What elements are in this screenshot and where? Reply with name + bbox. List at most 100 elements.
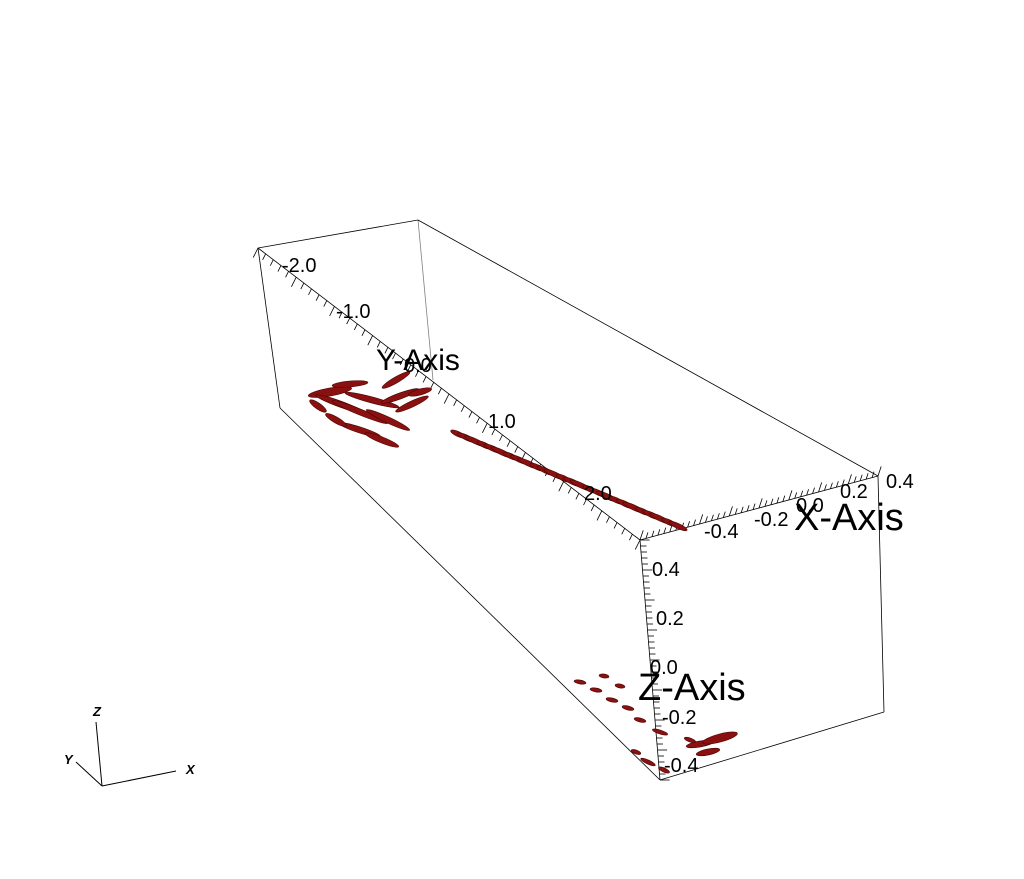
- z-tick-label: -0.2: [662, 707, 696, 729]
- surface-patch: [621, 705, 635, 711]
- x-tick-label: -0.2: [754, 509, 788, 531]
- surface-patch: [309, 399, 327, 413]
- x-axis-tick: [687, 521, 690, 528]
- y-axis-tick: [346, 317, 351, 325]
- y-axis-tick: [514, 446, 519, 453]
- x-axis-tick: [776, 497, 780, 504]
- surface-patch: [325, 413, 347, 427]
- x-axis-tick: [877, 466, 882, 477]
- y-axis-tick: [422, 376, 427, 383]
- y-axis-tick: [252, 247, 259, 258]
- surface-patch: [702, 731, 738, 745]
- y-axis-tick: [491, 428, 496, 436]
- x-axis-tick: [722, 511, 726, 518]
- y-tick-label: 0.0: [404, 355, 432, 377]
- x-axis-title: X-Axis: [794, 497, 904, 539]
- y-axis-tick: [453, 399, 457, 407]
- y-axis-tick: [621, 528, 626, 535]
- y-axis-tick: [323, 300, 328, 307]
- x-axis-tick: [818, 482, 823, 493]
- surface-patch: [365, 409, 411, 431]
- x-axis-tick: [865, 473, 869, 480]
- y-axis-tick: [367, 335, 373, 346]
- x-axis-tick: [711, 514, 714, 521]
- surface-patch: [668, 520, 688, 532]
- x-tick-label: 0.2: [840, 481, 868, 503]
- y-tick-label: -2.0: [282, 255, 316, 277]
- x-axis-tick: [788, 490, 793, 501]
- y-axis-tick: [629, 533, 633, 541]
- y-tick-label: 1.0: [488, 411, 516, 433]
- x-axis-tick: [841, 479, 845, 486]
- y-axis-tick: [415, 370, 419, 377]
- triad-x-label: X: [185, 762, 196, 777]
- x-tick-label: -0.4: [704, 521, 738, 543]
- y-axis-tick: [262, 253, 266, 261]
- x-axis-tick: [806, 489, 809, 496]
- y-axis-tick: [285, 271, 289, 278]
- x-axis-tick: [657, 529, 661, 536]
- surface-patch: [695, 747, 721, 757]
- y-axis-tick: [269, 259, 274, 266]
- x-axis-tick: [859, 474, 863, 481]
- surface-patch: [605, 697, 619, 703]
- x-axis-tick: [782, 495, 786, 502]
- x-axis-tick: [812, 487, 815, 494]
- y-axis-tick: [361, 329, 366, 336]
- x-axis-tick: [794, 492, 798, 499]
- y-axis-tick: [482, 423, 488, 433]
- y-axis-tick: [338, 312, 343, 319]
- z-axis-title: Z-Axis: [638, 667, 746, 709]
- surface-patch: [331, 380, 369, 388]
- x-axis-tick: [752, 503, 756, 510]
- surface-plot: [308, 371, 738, 774]
- surface-patch: [573, 679, 587, 685]
- triad-z-label: Z: [92, 704, 102, 719]
- y-axis-tick: [430, 382, 435, 389]
- surface-patch: [658, 766, 670, 774]
- x-axis-tick: [853, 476, 857, 483]
- y-axis-tick: [376, 341, 381, 348]
- y-axis-tick: [308, 288, 312, 296]
- y-axis-tick: [300, 282, 305, 290]
- x-axis-tick: [663, 527, 667, 534]
- x-axis-tick: [847, 474, 852, 485]
- x-axis-tick: [830, 482, 833, 489]
- y-axis-tick: [558, 481, 564, 492]
- y-axis-tick: [476, 417, 480, 424]
- surface-patch: [598, 673, 610, 679]
- x-axis-tick: [835, 481, 839, 488]
- z-tick-label: -0.4: [664, 755, 698, 777]
- surface-patch: [633, 717, 647, 723]
- x-axis-tick: [705, 516, 708, 523]
- x-tick-label: 0.4: [886, 471, 914, 493]
- y-axis-title: Y-Axis: [376, 344, 460, 377]
- y-axis-tick: [468, 411, 473, 418]
- y-tick-label: -1.0: [336, 301, 370, 323]
- y-axis-tick: [399, 358, 404, 366]
- y-axis-tick: [460, 405, 465, 412]
- x-axis-tick: [871, 471, 875, 478]
- orientation-triad: [75, 721, 177, 787]
- z-tick-label: 0.0: [650, 657, 678, 679]
- y-axis-tick: [329, 306, 335, 317]
- x-axis-tick: [716, 513, 720, 520]
- y-axis-tick: [443, 393, 450, 404]
- x-axis-tick: [740, 506, 744, 513]
- surface-patch: [652, 728, 668, 736]
- y-tick-label: 2.0: [584, 483, 612, 505]
- y-axis-tick: [384, 347, 389, 354]
- y-axis-tick: [606, 516, 610, 523]
- x-axis-ticks: -0.4 -0.2 0.0 0.2 0.4: [704, 471, 914, 543]
- y-axis-tick: [613, 522, 618, 529]
- y-axis-tick: [392, 352, 396, 360]
- surface-patch: [684, 736, 696, 744]
- surface-patch: [364, 432, 400, 448]
- x-axis-tick: [699, 514, 704, 525]
- y-axis-ticks: -2.0 -1.0 0.0 1.0 2.0: [282, 255, 612, 505]
- y-axis-tick: [590, 504, 595, 512]
- tick-marks: [252, 247, 882, 781]
- surface-patch: [589, 687, 603, 693]
